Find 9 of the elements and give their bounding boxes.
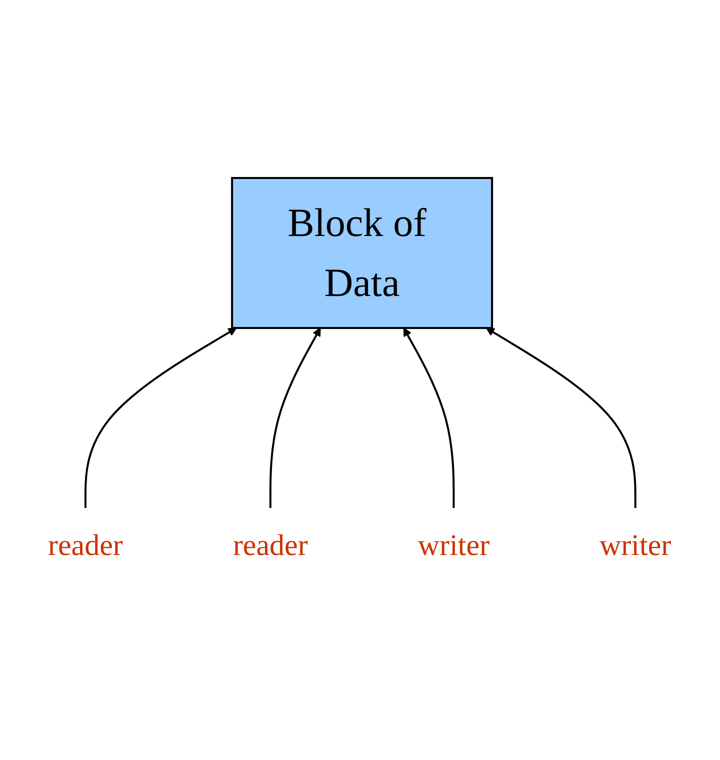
arrow	[84, 327, 238, 508]
node-text: writer	[418, 528, 490, 562]
node-text: reader	[233, 528, 308, 562]
node-text: writer	[600, 528, 672, 562]
node-box: Block of Data	[231, 176, 494, 328]
node-text: reader	[48, 528, 124, 562]
arrow	[486, 327, 637, 508]
arrow	[270, 327, 322, 508]
arrow	[404, 327, 456, 508]
